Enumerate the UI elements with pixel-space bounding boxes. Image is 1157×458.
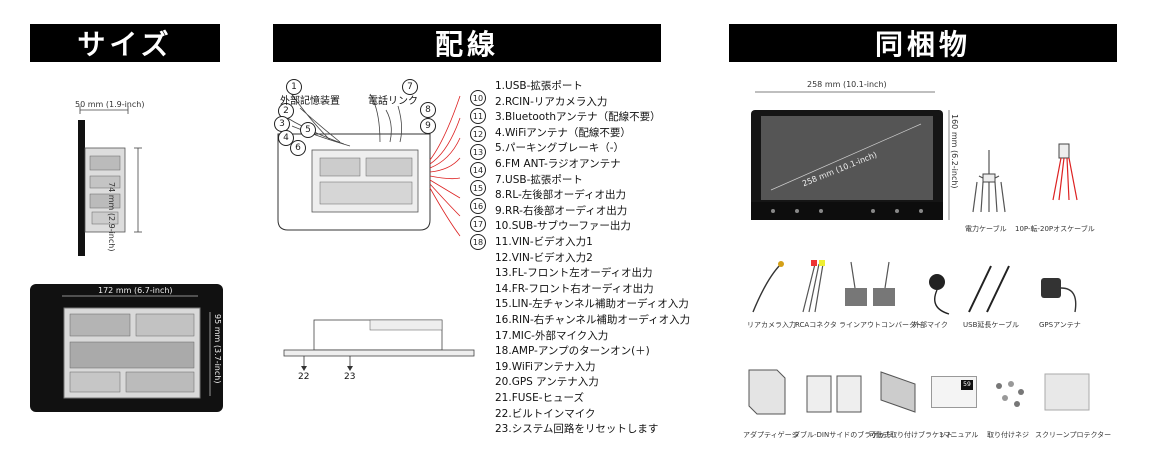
callout-13: 13 bbox=[470, 144, 486, 160]
wiring-list-item: 18.AMP-アンプのターンオン(＋) bbox=[495, 345, 650, 358]
bottom-callout-22: 22 bbox=[298, 372, 310, 382]
caption-rca: RCAコネクタ bbox=[795, 321, 837, 329]
back-height-dimension-label: 95 mm (3.7-inch) bbox=[213, 314, 222, 384]
wiring-list-item: 20.GPS アンテナ入力 bbox=[495, 376, 599, 389]
callout-5: 5 bbox=[300, 122, 316, 138]
usb-extension-cable-icon bbox=[968, 265, 1010, 313]
wiring-list-item: 21.FUSE-ヒューズ bbox=[495, 392, 584, 404]
manual-badge: 59 bbox=[961, 380, 973, 390]
wiring-list-item: 9.RR-右後部オーディオ出力 bbox=[495, 204, 628, 217]
harness-cable-icon bbox=[1052, 143, 1078, 201]
external-mic-icon bbox=[929, 274, 950, 315]
back-view-board bbox=[62, 295, 211, 399]
wiring-list-item: 12.VIN-ビデオ入力2 bbox=[495, 251, 593, 264]
screws-icon bbox=[996, 381, 1024, 407]
mounting-bracket-icon bbox=[880, 371, 916, 413]
callout-17: 17 bbox=[470, 216, 486, 232]
wiring-list-item: 4.WiFiアンテナ（配線不要） bbox=[495, 126, 631, 139]
caption-screws: 取り付けネジ bbox=[987, 431, 1029, 439]
caption-protector: スクリーンプロテクター bbox=[1035, 431, 1112, 439]
callout-7: 7 bbox=[402, 79, 418, 95]
wiring-list-item: 22.ビルトインマイク bbox=[495, 407, 596, 420]
callout-6: 6 bbox=[290, 140, 306, 156]
callout-10: 10 bbox=[470, 90, 486, 106]
caption-mount-bracket: 可動式取り付けブラケット bbox=[869, 431, 953, 439]
side-profile-diagram bbox=[78, 106, 142, 256]
adaptive-gauge-icon bbox=[748, 369, 786, 415]
wiring-list-item: 5.パーキングブレーキ（-） bbox=[495, 142, 624, 155]
contents-panel: 258 mm (10.1-inch) 258 mm (10.1-inch) 16… bbox=[733, 70, 1133, 450]
wiring-list-item: 1.USB-拡張ポート bbox=[495, 80, 583, 92]
header-contents: 同梱物 bbox=[729, 24, 1117, 62]
callout-16: 16 bbox=[470, 198, 486, 214]
caption-adaptive-gauge: アダプティゲージ bbox=[743, 431, 799, 439]
callout-18: 18 bbox=[470, 234, 486, 250]
caption-usb-ext: USB延長ケーブル bbox=[963, 321, 1019, 329]
callout-3: 3 bbox=[274, 116, 290, 132]
caption-din-bracket: ダブル-DINサイドのブラケット bbox=[793, 431, 893, 439]
screen-diagram bbox=[751, 91, 950, 220]
screen-width-label: 258 mm (10.1-inch) bbox=[807, 80, 887, 89]
wiring-list-item: 15.LIN-左チャンネル補助オーディオ入力 bbox=[495, 298, 689, 311]
caption-gps: GPSアンテナ bbox=[1039, 321, 1081, 329]
header-wiring: 配線 bbox=[273, 24, 661, 62]
wiring-list-item: 10.SUB-サブウーファー出力 bbox=[495, 220, 631, 233]
din-side-bracket-icon bbox=[806, 375, 862, 413]
side-height-dimension-label: 74 mm (2.9-inch) bbox=[107, 182, 116, 252]
manual-icon: 59 bbox=[931, 376, 977, 408]
caption-line-out: ラインアウトコンバーター bbox=[839, 321, 923, 329]
callout-15: 15 bbox=[470, 180, 486, 196]
bottom-unit-diagram bbox=[283, 319, 475, 371]
wiring-list-item: 7.USB-拡張ポート bbox=[495, 173, 583, 186]
wiring-list-item: 2.RCIN-リアカメラ入力 bbox=[495, 95, 608, 108]
wiring-list-item: 16.RIN-右チャンネル補助オーディオ入力 bbox=[495, 314, 691, 326]
line-out-converter-icon bbox=[845, 261, 895, 306]
wiring-list-item: 14.FR-フロント右オーディオ出力 bbox=[495, 282, 654, 295]
wiring-list-item: 17.MIC-外部マイク入力 bbox=[495, 329, 609, 342]
wiring-list-item: 6.FM ANT-ラジオアンテナ bbox=[495, 158, 621, 170]
callout-8: 8 bbox=[420, 102, 436, 118]
screen-protector-icon bbox=[1044, 373, 1090, 411]
size-panel: 50 mm (1.9-inch) 74 mm (2.9-inch) 172 mm… bbox=[20, 70, 235, 450]
label-external-storage: 外部記憶装置 bbox=[280, 96, 340, 107]
callout-11: 11 bbox=[470, 108, 486, 124]
wiring-panel: 1 2 3 4 5 6 7 8 9 10 11 12 13 14 15 16 1… bbox=[270, 70, 486, 450]
caption-rear-camera: リアカメラ入力 bbox=[747, 321, 796, 329]
caption-manual: 1マニュアル bbox=[939, 431, 979, 439]
back-width-dimension-label: 172 mm (6.7-inch) bbox=[98, 286, 173, 295]
power-cable-icon bbox=[972, 150, 1006, 213]
caption-ext-mic: 外部マイク bbox=[913, 321, 948, 329]
gps-antenna-icon bbox=[1041, 278, 1077, 313]
rca-connector-icon bbox=[802, 260, 825, 313]
depth-dimension-label: 50 mm (1.9-inch) bbox=[75, 100, 145, 109]
rear-camera-cable-icon bbox=[752, 261, 784, 313]
label-phone-link: 電話リンク bbox=[368, 96, 418, 107]
wiring-list-item: 8.RL-左後部オーディオ出力 bbox=[495, 189, 627, 202]
wiring-harness-diagram bbox=[277, 91, 461, 237]
callout-9: 9 bbox=[420, 118, 436, 134]
callout-1: 1 bbox=[286, 79, 302, 95]
wiring-list-item: 13.FL-フロント左オーディオ出力 bbox=[495, 267, 653, 280]
callout-14: 14 bbox=[470, 162, 486, 178]
callout-12: 12 bbox=[470, 126, 486, 142]
wiring-list-item: 23.システム回路をリセットします bbox=[495, 423, 659, 436]
screen-height-label: 160 mm (6.2-inch) bbox=[950, 114, 959, 189]
wiring-list-item: 3.Bluetoothアンテナ（配線不要） bbox=[495, 111, 661, 124]
wiring-list-item: 11.VIN-ビデオ入力1 bbox=[495, 236, 593, 248]
caption-power-cable: 電力ケーブル bbox=[965, 225, 1007, 233]
header-size: サイズ bbox=[30, 24, 220, 62]
caption-harness-cable: 10P-転-20Pオスケーブル bbox=[1015, 225, 1095, 233]
bottom-callout-23: 23 bbox=[344, 372, 356, 382]
callout-4: 4 bbox=[278, 130, 294, 146]
wiring-list-item: 19.WiFiアンテナ入力 bbox=[495, 360, 596, 373]
